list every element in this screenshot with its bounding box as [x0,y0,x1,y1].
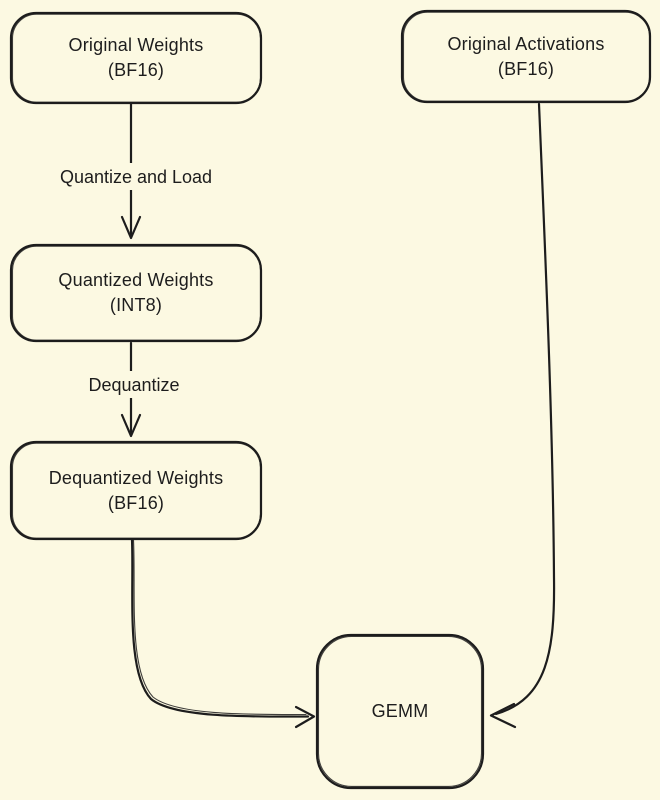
node-original-weights-line1: Original Weights [68,35,204,55]
node-original-activations: Original Activations (BF16) [402,11,650,102]
dequantized-weights-box-sketch [11,442,262,539]
edge-dequantized-to-gemm [130,538,316,729]
edge-activations-to-gemm-line [494,102,556,716]
quantized-weights-box-sketch [11,245,262,341]
gemm-box [315,633,485,790]
node-original-activations-line2: (BF16) [497,58,555,79]
gemm-box-outline [315,633,485,790]
node-dequantized-weights-line1: Dequantized Weights [48,467,224,488]
node-gemm-line1: GEMM [371,701,429,721]
node-quantized-weights-line1: Quantized Weights [58,270,214,290]
edge-dequantized-to-gemm-line [130,538,310,718]
arrowhead-down-icon [120,215,142,240]
node-gemm: GEMM [317,635,483,788]
node-original-activations-line1: Original Activations [447,33,605,54]
original-weights-box-sketch [11,13,262,103]
original-activations-box-sketch [402,11,651,102]
arrowhead-right-icon [294,705,316,729]
node-quantized-weights-line2: (INT8) [109,295,163,315]
arrowhead-down-icon [120,413,142,438]
node-original-weights-line2: (BF16) [107,60,165,80]
edge-label-dequantize: Dequantize [79,371,189,398]
original-weights-box [9,11,263,105]
edge-activations-to-gemm [489,102,556,729]
node-original-weights: Original Weights (BF16) [11,13,261,103]
arrowhead-left-icon [489,702,517,729]
edge-label-quantize-and-load: Quantize and Load [52,163,220,190]
quantized-weights-box [9,243,263,343]
node-dequantized-weights: Dequantized Weights (BF16) [11,442,261,539]
node-quantized-weights: Quantized Weights (INT8) [11,245,261,341]
gemm-box-sketch [317,635,483,787]
node-dequantized-weights-line2: (BF16) [107,492,165,513]
original-activations-box [400,9,652,104]
edge-dequantized-to-gemm-sketch [132,539,307,716]
dequantized-weights-box [9,440,263,541]
